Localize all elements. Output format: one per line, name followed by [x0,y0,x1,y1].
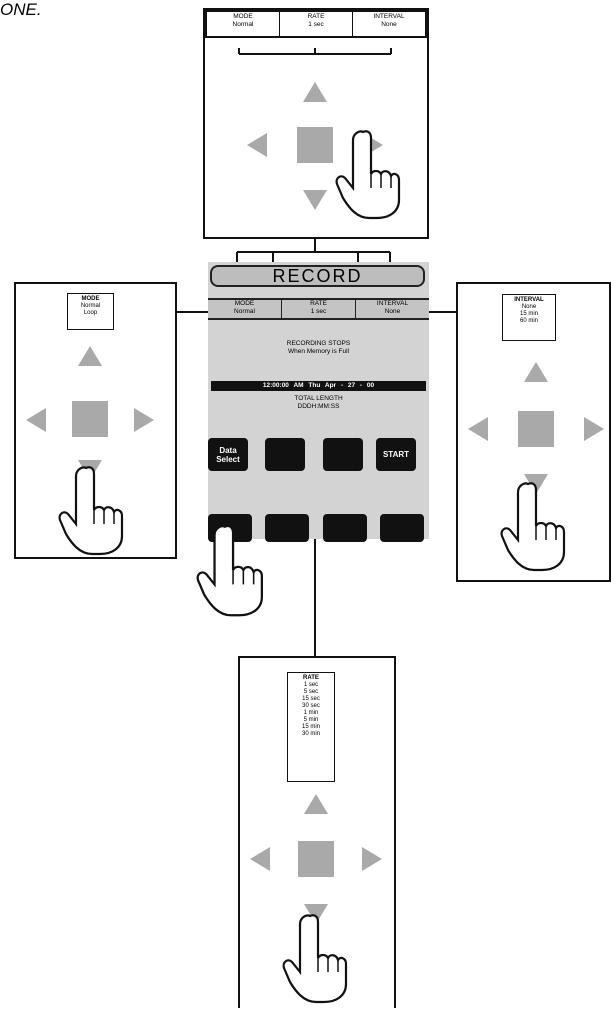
hard-key-4[interactable] [380,514,424,542]
arrow-right-icon [584,417,604,441]
rate-option[interactable]: 30 sec [302,703,320,709]
hand-pointer-icon [500,482,566,572]
center-square-icon [297,127,333,163]
rate-option[interactable]: 30 min [301,731,320,737]
arrow-left-icon [250,847,270,871]
rate-title: RATE [303,675,319,681]
top-panel-header: MODE Normal RATE 1 sec INTERVAL None [205,10,427,38]
arrow-up-icon [303,82,327,102]
hand-pointer-icon [282,914,348,1004]
time-date-bar: 12:00:00 AM Thu Apr - 27 - 00 [211,381,426,391]
rate-option[interactable]: 15 sec [302,696,320,702]
bottom-panel-dpad [250,794,382,924]
softkey-3[interactable] [323,438,363,471]
total-length: TOTAL LENGTH DDDH:MM:SS [294,395,343,410]
interval-option[interactable]: None [521,304,537,310]
interval-title: INTERVAL [514,297,544,303]
arrow-left-icon [468,417,488,441]
figure-caption: ONE. [0,0,42,19]
softkey-data-select[interactable]: Data Select [208,438,248,471]
rate-option[interactable]: 15 min [301,724,320,730]
right-panel-dpad [468,362,604,494]
center-square-icon [298,841,334,877]
arrow-down-icon [303,190,327,210]
hard-key-3[interactable] [323,514,367,542]
arrow-left-icon [26,408,46,432]
interval-option[interactable]: 60 min [519,318,538,324]
header-interval: INTERVAL None [373,13,405,28]
device-header-mode[interactable]: MODE Normal [208,300,282,318]
interval-option[interactable]: 15 min [519,311,538,317]
rate-option[interactable]: 1 min [303,710,319,716]
center-square-icon [518,411,554,447]
recording-message: RECORDING STOPS When Memory is Full [286,340,351,355]
bottom-panel: RATE 1 sec 5 sec 15 sec 30 sec 1 min 5 m… [238,656,396,1008]
arrow-left-icon [247,133,267,157]
hand-pointer-icon [196,524,264,617]
rate-option[interactable]: 5 min [303,717,319,723]
arrow-right-icon [134,408,154,432]
mode-title: MODE [81,296,100,302]
header-rate: RATE 1 sec [280,12,353,36]
header-mode: MODE Normal [207,12,280,36]
arrow-up-icon [78,346,102,366]
hard-key-2[interactable] [265,514,309,542]
top-panel: MODE Normal RATE 1 sec INTERVAL None [203,8,429,239]
center-square-icon [72,401,108,437]
record-title-bar: RECORD [210,265,425,287]
softkey-2[interactable] [265,438,305,471]
left-panel: MODE Normal Loop [14,282,177,559]
arrow-up-icon [304,794,328,814]
arrow-down-icon [524,474,548,494]
rate-option[interactable]: 5 sec [303,689,319,695]
hand-pointer-icon [335,130,401,220]
recorder-device: RECORD MODE Normal RATE 1 sec INTERVAL N… [208,262,429,542]
mode-option[interactable]: Normal [80,303,101,309]
device-header: MODE Normal RATE 1 sec INTERVAL None [208,298,429,320]
hand-pointer-icon [58,466,124,556]
mode-option[interactable]: Loop [83,310,98,316]
right-panel: INTERVAL None 15 min 60 min [456,282,611,582]
rate-options-box: RATE 1 sec 5 sec 15 sec 30 sec 1 min 5 m… [287,672,335,782]
device-header-interval[interactable]: INTERVAL None [376,300,409,315]
interval-options-box: INTERVAL None 15 min 60 min [502,294,556,341]
arrow-up-icon [524,362,548,382]
arrow-right-icon [362,847,382,871]
device-header-rate[interactable]: RATE 1 sec [282,300,356,318]
left-panel-dpad [26,346,154,480]
softkey-start[interactable]: START [376,438,416,471]
rate-option[interactable]: 1 sec [303,682,319,688]
mode-options-box: MODE Normal Loop [67,293,114,330]
arrow-down-icon [304,904,328,924]
